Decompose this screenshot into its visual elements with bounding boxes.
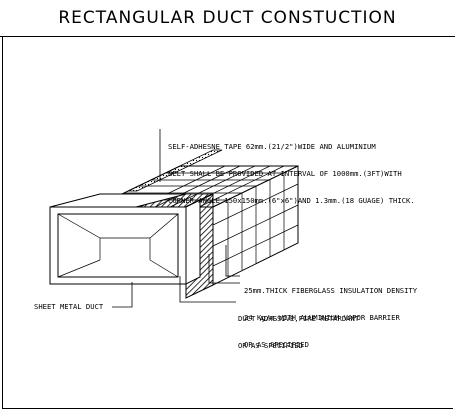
- duct-inner-perspective-1: [57, 213, 101, 239]
- tape-note-line-2: BELT SHALL BE PROVIDED AT INTERVAL OF 10…: [168, 169, 402, 178]
- drawing-title: RECTANGULAR DUCT CONSTUCTION: [58, 8, 397, 28]
- adhesive-note: DUCT ADHESIVE,FIRE RETARDANT OR AS SPECI…: [238, 296, 359, 368]
- insulation-note: 25mm.THICK FIBERGLASS INSULATION DENSITY…: [244, 268, 417, 367]
- insulation-note-line-2: 24 Kg/m.WITH ALUMINIUM VAPOR BARRIER: [244, 313, 400, 322]
- title-bar: RECTANGULAR DUCT CONSTUCTION: [0, 0, 455, 37]
- leader-insulation: [225, 245, 240, 277]
- side-face-grid: [212, 173, 299, 277]
- duct-side-face: [185, 199, 201, 285]
- insulation-note-line-3: OR AS SPECIFIED: [244, 340, 309, 349]
- leader-adhesive: [179, 276, 236, 303]
- insulation-note-line-1: 25mm.THICK FIBERGLASS INSULATION DENSITY: [244, 286, 418, 295]
- adhesive-note-line-2: OR AS SPECIFIED: [238, 341, 303, 350]
- duct-inner-bottom-left: [57, 259, 101, 278]
- adhesive-note-line-1: DUCT ADHESIVE,FIRE RETARDANT: [238, 314, 360, 323]
- duct-opening: [57, 213, 179, 278]
- frame-bottom-border: [2, 408, 453, 409]
- leader-vapor: [208, 254, 240, 284]
- duct-inner-perspective-2: [149, 213, 179, 239]
- tape-note: SELF-ADHESNE TAPE 62mm.(21/2")WIDE AND A…: [168, 124, 415, 223]
- duct-inner-bottom-right: [149, 259, 179, 278]
- tape-note-line-1: SELF-ADHESNE TAPE 62mm.(21/2")WIDE AND A…: [168, 142, 376, 151]
- frame-left-border: [2, 36, 3, 409]
- leader-sheet-metal: [112, 282, 133, 308]
- tape-note-line-3: CORNER ANGLE 150x150mm.(6"x6")AND 1.3mm.…: [168, 196, 415, 205]
- aluminium-belt-top: [127, 149, 223, 192]
- sheet-metal-note: SHEET METAL DUCT: [34, 302, 104, 311]
